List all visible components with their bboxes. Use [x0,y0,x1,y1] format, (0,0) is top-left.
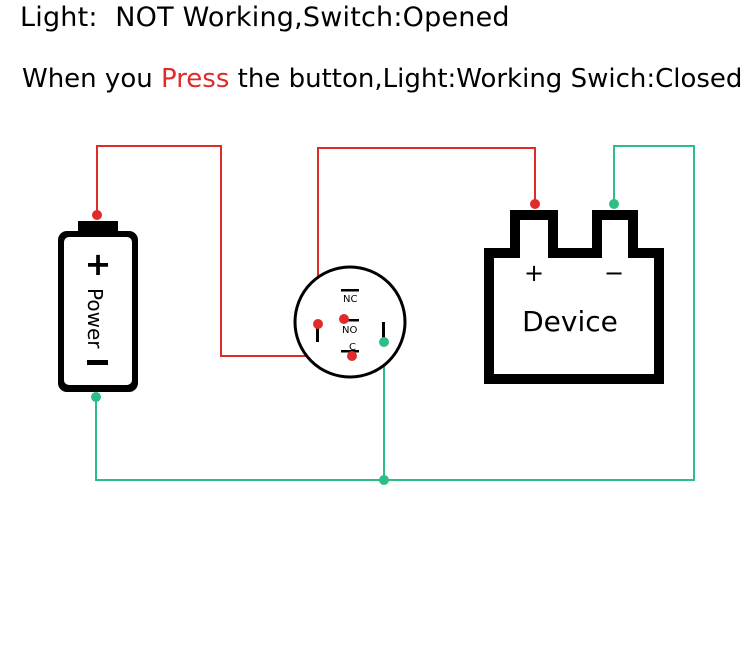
line2-prefix: When you [22,64,161,94]
dot-switch-nc [339,314,349,324]
connection-dots [91,199,619,485]
battery-plus: + [85,245,112,283]
switch-right-contact [382,322,385,342]
battery-label: Power [83,288,107,349]
light-label: Light: [20,2,98,33]
battery-minus [87,360,108,365]
wire-battery-to-c [96,145,352,357]
dot-battery-minus [91,392,101,402]
wire-switch-to-device-plus [317,147,536,322]
dot-switch-common [313,319,323,329]
battery-inner [64,237,132,385]
switch-left-contact [316,322,319,342]
battery: + Power [58,221,138,392]
nc-bar [341,289,359,292]
push-switch: NC NO C [293,265,407,379]
status-line-2: When you Press the button,Light:Working … [22,64,742,94]
label-c: C [349,342,356,353]
dot-device-plus [530,199,540,209]
c-bar [341,350,359,353]
switch-body [293,265,407,379]
label-no: NO [342,325,357,336]
dot-switch-no [379,337,389,347]
device-plus: + [524,259,544,287]
switch-label: Switch: [302,2,403,33]
press-highlight: Press [160,64,230,94]
line2-suffix: the button,Light:Working Swich:Closed [229,64,743,94]
dot-battery-plus [92,210,102,220]
switch-state: Opened [402,2,510,33]
dot-switch-c [347,351,357,361]
device-body [484,210,664,384]
device-label: Device [522,305,618,338]
device: + − Device [484,210,664,384]
light-state: NOT Working, [115,2,303,33]
dot-junction [379,475,389,485]
label-nc: NC [343,294,357,305]
wire-negative-loop [95,145,695,481]
no-bar [341,319,359,322]
status-line-1: Light: NOT Working,Switch:Opened [20,2,510,33]
battery-terminal [78,221,118,233]
device-minus: − [604,259,624,287]
dot-device-minus [609,199,619,209]
